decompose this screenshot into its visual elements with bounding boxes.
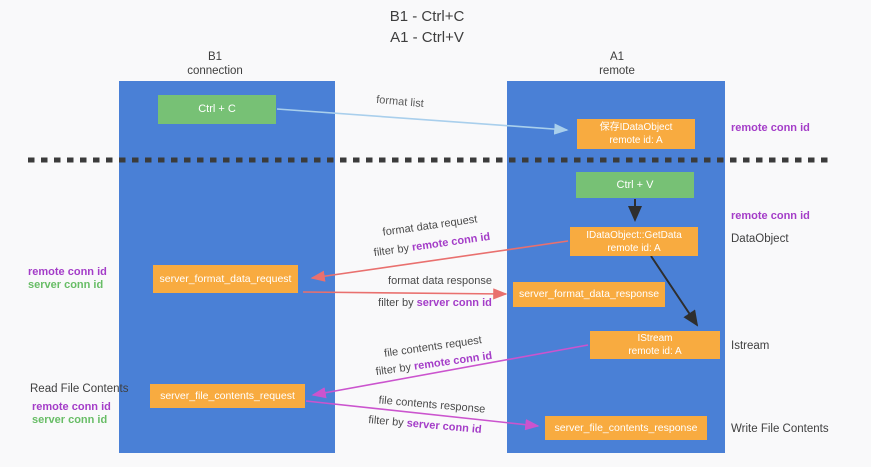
format-list-label: format list xyxy=(375,93,425,111)
remote-conn-id-key: remote conn id xyxy=(411,230,491,254)
istream-title: IStream xyxy=(637,333,673,344)
filter-by-text: filter by xyxy=(373,241,413,260)
left-server-conn-id-label-1: server conn id xyxy=(28,279,104,291)
ctrl-c-node: Ctrl + C xyxy=(158,95,276,124)
ctrl-v-node: Ctrl + V xyxy=(576,172,694,198)
getdata-title: IDataObject::GetData xyxy=(586,229,682,241)
filter-by-text: filter by xyxy=(367,414,408,430)
write-file-contents-label: Write File Contents xyxy=(731,423,829,435)
read-file-contents-label: Read File Contents xyxy=(30,383,129,395)
filter-by-text: filter by xyxy=(378,297,417,309)
getdata-remote-id: remote id: A xyxy=(607,242,661,254)
left-remote-conn-id-label-1: remote conn id xyxy=(28,266,107,278)
right-remote-conn-id-label-2: remote conn id xyxy=(731,210,810,222)
server-file-contents-response-label: server_file_contents_response xyxy=(554,421,698,434)
server-file-contents-request-node: server_file_contents_request xyxy=(150,384,305,408)
save-idataobject-remote-id: remote id: A xyxy=(609,135,663,146)
left-server-conn-id-label-2: server conn id xyxy=(32,414,108,426)
right-remote-conn-id-label-1: remote conn id xyxy=(731,122,810,134)
server-format-data-response-node: server_format_data_response xyxy=(513,282,665,307)
title-line-1: B1 - Ctrl+C xyxy=(389,8,465,25)
getdata-node: IDataObject::GetData remote id: A xyxy=(570,227,698,256)
file-response-filter-label: filter by server conn id xyxy=(345,412,505,438)
diagram-title: B1 - Ctrl+C A1 - Ctrl+V xyxy=(297,6,557,48)
left-column-header: B1 connection xyxy=(160,51,270,78)
left-remote-conn-id-label-2: remote conn id xyxy=(32,401,111,413)
ctrl-v-label: Ctrl + V xyxy=(616,178,654,191)
save-idataobject-title: 保存IDataObject xyxy=(599,122,673,133)
istream-remote-id: remote id: A xyxy=(628,346,682,357)
istream-side-label: Istream xyxy=(731,340,770,352)
server-format-data-request-label: server_format_data_request xyxy=(159,272,292,285)
server-file-contents-response-node: server_file_contents_response xyxy=(545,416,707,440)
server-conn-id-key: server conn id xyxy=(406,417,483,436)
format-data-response-label: format data response xyxy=(388,275,492,287)
server-format-data-request-node: server_format_data_request xyxy=(153,265,298,293)
left-column-name: B1 xyxy=(207,51,223,63)
save-idataobject-node: 保存IDataObject remote id: A xyxy=(577,119,695,149)
right-column-name: A1 xyxy=(609,51,625,63)
server-conn-id-key: server conn id xyxy=(416,297,492,309)
dataobject-label: DataObject xyxy=(731,233,789,245)
server-file-contents-request-label: server_file_contents_request xyxy=(160,389,295,402)
title-line-2: A1 - Ctrl+V xyxy=(390,29,464,46)
istream-node: IStream remote id: A xyxy=(590,331,720,359)
right-column-header: A1 remote xyxy=(562,51,672,78)
left-column-role: connection xyxy=(187,64,243,77)
server-format-data-response-label: server_format_data_response xyxy=(518,288,660,300)
ctrl-c-label: Ctrl + C xyxy=(198,103,236,115)
filter-by-text: filter by xyxy=(375,360,415,379)
format-response-filter-label: filter by server conn id xyxy=(360,297,510,309)
right-column-role: remote xyxy=(599,64,635,77)
